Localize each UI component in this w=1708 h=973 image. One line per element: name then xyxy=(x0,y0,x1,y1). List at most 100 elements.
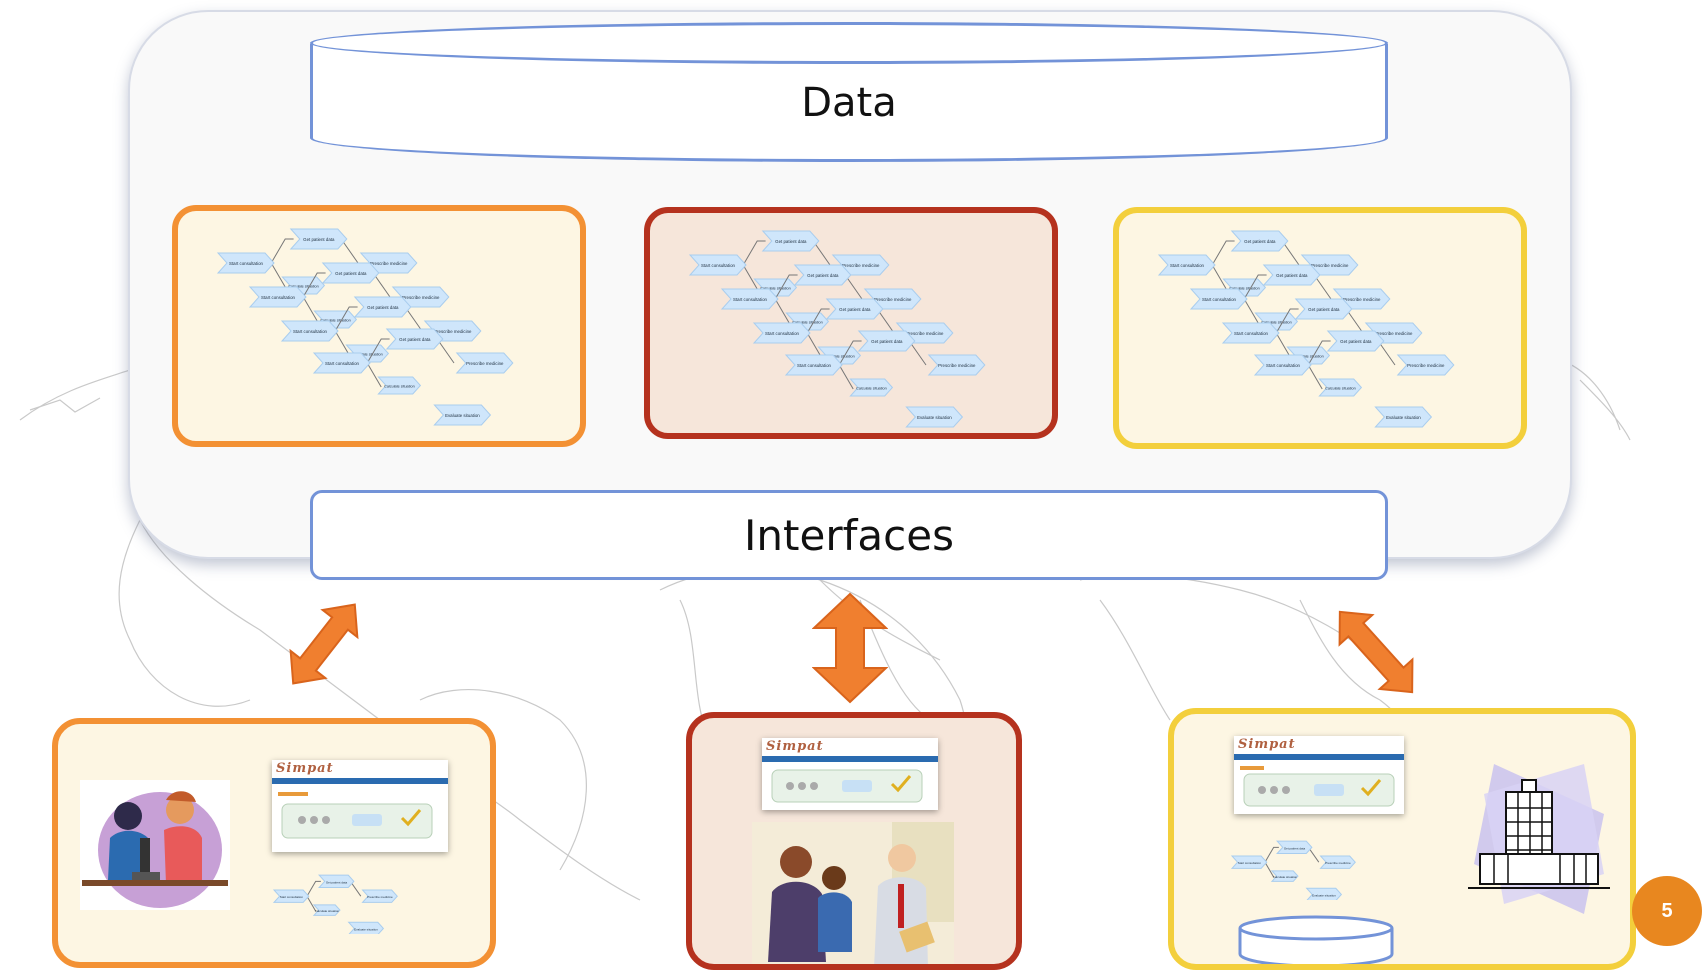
process-step-label: Prescribe medicine xyxy=(1343,297,1381,302)
process-step-label: Start consultation xyxy=(1202,297,1236,302)
process-step-label: Start consultation xyxy=(280,895,304,899)
process-step-chevron: Get patient data xyxy=(1230,230,1289,252)
process-step-label: Start consultation xyxy=(229,261,263,266)
site-box-middle: Simpat xyxy=(686,712,1022,970)
process-step-label: Get patient data xyxy=(399,337,431,342)
process-step-label: Evaluate situation xyxy=(445,413,480,418)
flow-connector xyxy=(1307,340,1331,366)
process-step-label: Evaluate situation xyxy=(354,927,378,931)
process-step-chevron: Start consultation xyxy=(216,252,275,274)
process-step-chevron: Prescribe medicine xyxy=(1396,354,1455,376)
process-step-label: Prescribe medicine xyxy=(1407,363,1445,368)
process-step-label: Prescribe medicine xyxy=(1311,263,1349,268)
process-step-label: Calculate situation xyxy=(352,353,383,357)
flow-connector xyxy=(270,262,286,288)
process-step-label: Evaluate situation xyxy=(1386,415,1421,420)
flow-connector xyxy=(306,895,317,912)
flow-connector xyxy=(1264,861,1275,878)
double-arrow-icon xyxy=(289,603,359,685)
flow-connector xyxy=(838,340,862,366)
process-step-chevron: Start consultation xyxy=(688,254,747,276)
process-step-label: Start consultation xyxy=(1170,263,1204,268)
process-step-chevron: Get patient data xyxy=(353,296,412,318)
flow-connector xyxy=(1211,240,1235,266)
process-step-chevron: Get patient data xyxy=(1276,840,1313,855)
flow-connector xyxy=(838,364,854,390)
process-step-chevron: Start consultation xyxy=(784,354,843,376)
data-store-label: Data xyxy=(801,80,897,126)
process-step-label: Calculate situation xyxy=(1293,355,1324,359)
database-cylinder-icon xyxy=(1238,915,1394,964)
process-step-chevron: Get patient data xyxy=(321,262,380,284)
flow-connector xyxy=(1377,340,1396,366)
simpat-screenshot: Simpat xyxy=(1234,736,1404,814)
process-step-chevron: Get patient data xyxy=(825,298,884,320)
scientists-microscope-icon xyxy=(80,780,230,910)
flow-connector xyxy=(334,330,350,356)
process-step-label: Prescribe medicine xyxy=(938,363,976,368)
flow-connector xyxy=(812,240,831,266)
process-step-label: Get patient data xyxy=(367,305,399,310)
hospital-building-icon xyxy=(1468,764,1610,914)
process-step-label: Start consultation xyxy=(293,329,327,334)
process-step-chevron: Get patient data xyxy=(857,330,916,352)
process-step-label: Evaluate situation xyxy=(917,415,952,420)
process-step-label: Get patient data xyxy=(1276,273,1308,278)
process-step-chevron: Evaluate situation xyxy=(1305,887,1343,900)
flow-connector xyxy=(340,238,359,264)
process-step-chevron: Get patient data xyxy=(793,264,852,286)
process-step-label: Get patient data xyxy=(1340,339,1372,344)
flow-connector xyxy=(1281,240,1300,266)
process-step-label: Get patient data xyxy=(871,339,903,344)
flow-connector xyxy=(774,274,798,300)
flow-connector xyxy=(404,306,423,332)
process-step-label: Prescribe medicine xyxy=(1325,861,1351,865)
flow-connector xyxy=(1313,274,1332,300)
flow-connector xyxy=(334,306,358,332)
process-step-chevron: Get patient data xyxy=(385,328,444,350)
process-step-label: Prescribe medicine xyxy=(842,263,880,268)
interfaces-bar: Interfaces xyxy=(310,490,1388,580)
process-step-chevron: Calculate situation xyxy=(312,904,341,916)
process-step-label: Calculate situation xyxy=(760,287,791,291)
process-step-chevron: Start consultation xyxy=(248,286,307,308)
flow-connector xyxy=(366,362,382,388)
process-step-label: Start consultation xyxy=(1266,363,1300,368)
flow-connector xyxy=(306,880,321,897)
flow-connector xyxy=(1345,308,1364,334)
process-step-label: Prescribe medicine xyxy=(906,331,944,336)
flow-connector xyxy=(774,298,790,324)
flow-connector xyxy=(876,308,895,334)
flow-connector xyxy=(1307,364,1323,390)
process-step-label: Get patient data xyxy=(303,237,335,242)
flow-connector xyxy=(1264,846,1279,863)
process-step-label: Calculate situation xyxy=(288,285,319,289)
flow-connector xyxy=(806,332,822,358)
flow-connector xyxy=(270,238,294,264)
flow-connector xyxy=(302,272,326,298)
process-step-chevron: Start consultation xyxy=(752,322,811,344)
process-step-label: Calculate situation xyxy=(384,385,415,389)
process-step-chevron: Get patient data xyxy=(1294,298,1353,320)
doctor-family-icon xyxy=(752,822,954,964)
process-step-label: Get patient data xyxy=(1284,846,1306,850)
process-step-chevron: Start consultation xyxy=(1230,855,1268,869)
flow-connector xyxy=(436,338,455,364)
process-step-label: Calculate situation xyxy=(824,355,855,359)
process-flow-mini: Start consultation Get patient dataPrescr… xyxy=(1230,840,1356,900)
process-step-label: Prescribe medicine xyxy=(874,297,912,302)
flow-connector xyxy=(806,308,830,334)
process-step-chevron: Get patient data xyxy=(1326,330,1385,352)
process-step-chevron: Start consultation xyxy=(312,352,371,374)
process-step-chevron: Prescribe medicine xyxy=(455,352,514,374)
process-step-label: Calculate situation xyxy=(1325,387,1356,391)
process-step-label: Get patient data xyxy=(839,307,871,312)
process-step-label: Start consultation xyxy=(797,363,831,368)
process-step-label: Get patient data xyxy=(335,271,367,276)
flow-connector xyxy=(742,240,766,266)
process-step-label: Calculate situation xyxy=(1229,287,1260,291)
